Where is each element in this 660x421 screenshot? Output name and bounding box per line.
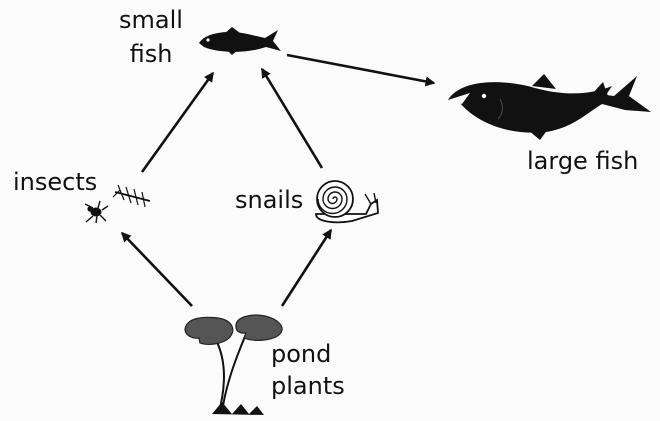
arrow-small-fish-to-large-fish	[287, 55, 434, 83]
snail-icon	[316, 181, 378, 222]
arrow-insects-to-small-fish	[142, 73, 213, 172]
pond-plants-label-line2: plants	[271, 372, 345, 400]
small-fish-label-line1: small	[119, 6, 183, 34]
arrow-snails-to-small-fish	[262, 69, 322, 168]
arrow-pond-plants-to-snails	[282, 230, 331, 306]
pond-plant-icon	[185, 315, 282, 415]
arrow-pond-plants-to-insects	[122, 233, 192, 306]
small-fish-icon	[199, 27, 281, 55]
large-fish-icon	[448, 74, 651, 140]
insects-label: insects	[13, 168, 97, 196]
small-fish-label-line2: fish	[130, 40, 173, 68]
pond-plants-label-line1: pond	[271, 340, 331, 368]
large-fish-label: large fish	[527, 147, 638, 175]
snails-label: snails	[235, 186, 303, 214]
